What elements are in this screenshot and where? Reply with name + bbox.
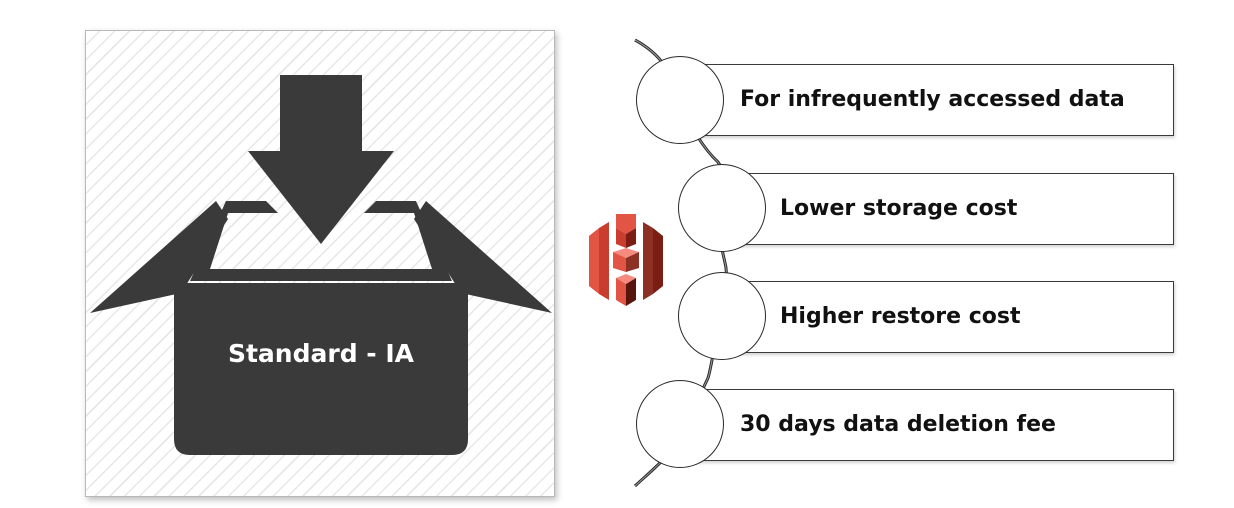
box-left-flap bbox=[90, 201, 228, 313]
feature-text-2: Lower storage cost bbox=[780, 196, 1018, 221]
storage-class-label: Standard - IA bbox=[227, 339, 415, 368]
feature-bullet-3 bbox=[678, 272, 766, 360]
feature-bullet-1 bbox=[636, 56, 724, 144]
feature-text-3: Higher restore cost bbox=[780, 304, 1021, 329]
box-body bbox=[174, 283, 468, 455]
feature-box-4 bbox=[688, 389, 1174, 461]
box-right-flap bbox=[414, 201, 552, 313]
feature-text-1: For infrequently accessed data bbox=[740, 87, 1125, 112]
feature-bullet-2 bbox=[678, 164, 766, 252]
feature-box-2 bbox=[728, 173, 1174, 245]
storage-class-panel: Standard - IA bbox=[85, 30, 555, 497]
feature-box-3 bbox=[728, 281, 1174, 353]
box-download-icon bbox=[90, 75, 552, 455]
download-arrow bbox=[248, 75, 394, 244]
feature-text-4: 30 days data deletion fee bbox=[740, 412, 1056, 437]
feature-bullet-4 bbox=[636, 380, 724, 468]
feature-box-1 bbox=[688, 64, 1174, 136]
box-rim bbox=[190, 201, 452, 281]
amazon-s3-icon bbox=[589, 214, 663, 306]
